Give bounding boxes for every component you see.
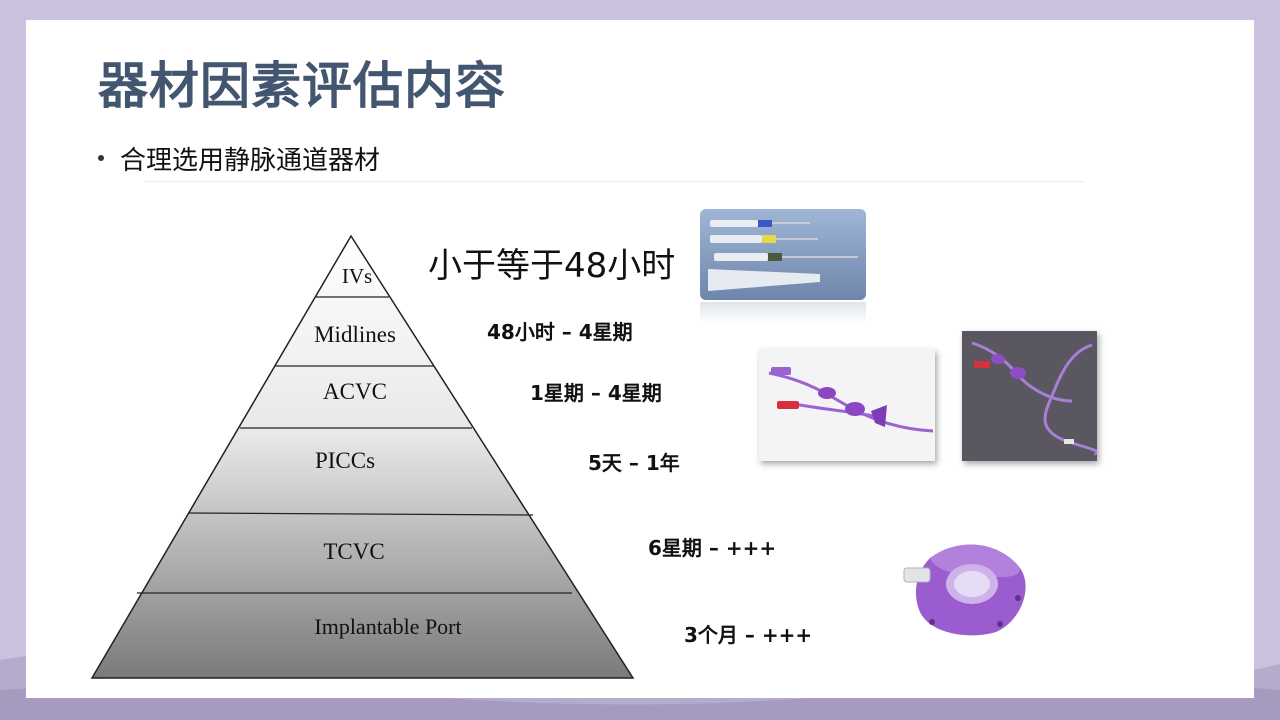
duration-midlines: 48小时 – 4星期 — [487, 320, 633, 344]
tier-label-piccs: PICCs — [315, 448, 375, 473]
duration-acvc: 1星期 – 4星期 — [530, 381, 662, 405]
tier-label-implantable-port: Implantable Port — [314, 614, 461, 639]
iv-cannula-photo-icon — [700, 209, 866, 300]
duration-piccs: 5天 – 1年 — [588, 451, 680, 475]
picc-catheter-coiled-photo-icon — [962, 331, 1097, 461]
duration-implantable-port: 3个月 – +++ — [684, 623, 813, 647]
tier-label-tcvc: TCVC — [323, 539, 384, 564]
picc-catheter-photo-icon — [759, 349, 935, 461]
bullet-item: 合理选用静脉通道器材 — [98, 141, 381, 176]
tier-label-midlines: Midlines — [314, 322, 396, 347]
bullet-text: 合理选用静脉通道器材 — [120, 145, 381, 176]
pyramid-body — [90, 234, 635, 679]
iv-photo-reflection — [700, 302, 866, 324]
duration-tcvc: 6星期 – +++ — [648, 536, 777, 560]
divider-line — [145, 181, 1085, 182]
pyramid-tier-divider — [188, 512, 534, 516]
tier-label-acvc: ACVC — [323, 379, 387, 404]
duration-ivs: 小于等于48小时 — [428, 246, 676, 286]
bullet-dot-icon — [98, 155, 104, 161]
tier-label-ivs: IVs — [342, 264, 372, 288]
implantable-port-photo-icon — [900, 538, 1032, 640]
slide-title: 器材因素评估内容 — [98, 57, 506, 115]
